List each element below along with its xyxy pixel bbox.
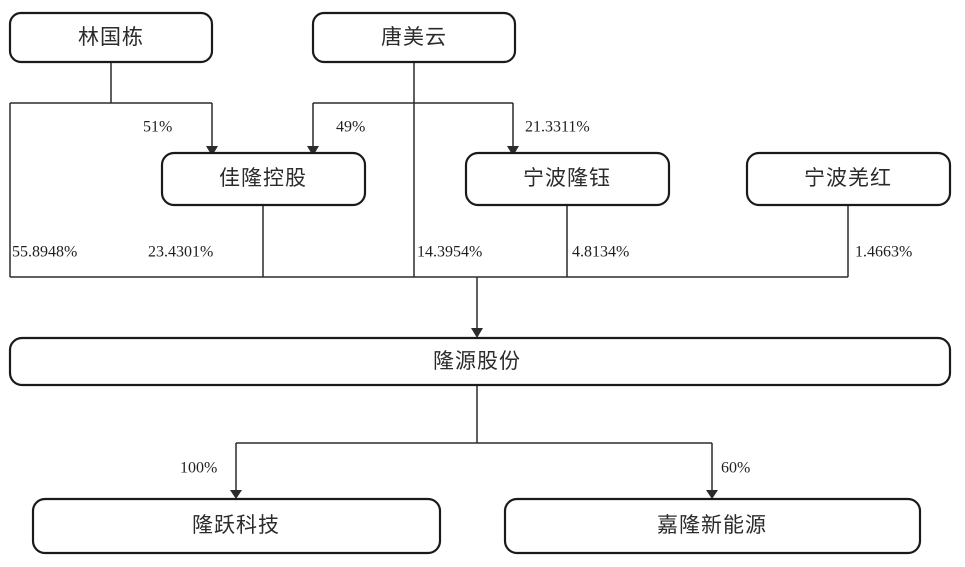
edge-collection-bar [10,276,848,338]
node-longyuan-shares-shape [8,336,952,387]
pct-label-lin-to-jialong: 51% [143,119,172,136]
pct-label-tang-to-longyu: 21.3311% [525,119,590,136]
node-ningbo-longyu-label: 宁波隆钰 [523,166,611,190]
node-tang-meiyun[interactable]: 唐美云 [311,11,517,64]
node-ningbo-qianghong-shape [745,151,952,207]
node-ningbo-qianghong-label: 宁波羌红 [804,166,892,190]
node-longyuan-shares-label: 隆源股份 [433,349,521,373]
pct-label-qianghong-to-longyuan: 1.4663% [855,244,912,261]
node-tang-meiyun-label: 唐美云 [381,25,447,49]
node-ningbo-longyu-shape [464,151,671,207]
pct-label-longyu-to-longyuan: 4.8134% [572,244,629,261]
pct-label-longyuan-to-jialong-energy: 60% [721,460,750,477]
edge-longyuan-to-longyue [230,443,242,499]
pct-label-tang-to-longyuan: 14.3954% [417,244,482,261]
node-jialong-holding-shape [160,151,367,207]
node-jialong-holding-label: 佳隆控股 [219,166,307,190]
pct-label-jialong-to-longyuan: 23.4301% [148,244,213,261]
node-jialong-new-energy-label: 嘉隆新能源 [657,513,767,537]
node-jialong-new-energy[interactable]: 嘉隆新能源 [503,497,922,555]
node-jialong-holding[interactable]: 佳隆控股 [160,151,367,207]
edge-longyuan-to-jialong-energy [706,443,718,499]
edge-tang-meiyun-stem [313,62,513,277]
node-lin-guodong[interactable]: 林国栋 [8,11,214,64]
node-lin-guodong-shape [8,11,214,64]
pct-label-lin-to-longyuan: 55.8948% [12,244,77,261]
node-jialong-new-energy-shape [503,497,922,555]
pct-label-tang-to-jialong: 49% [336,119,365,136]
node-longyue-tech[interactable]: 隆跃科技 [31,497,442,555]
pct-label-longyuan-to-longyue: 100% [180,460,217,477]
edge-longyuan-distribution [236,385,712,444]
node-ningbo-longyu[interactable]: 宁波隆钰 [464,151,671,207]
edge-tang-to-jialong [307,103,319,156]
node-longyue-tech-label: 隆跃科技 [192,513,280,537]
edge-lin-to-jialong [206,103,218,156]
node-ningbo-qianghong[interactable]: 宁波羌红 [745,151,952,207]
node-longyuan-shares[interactable]: 隆源股份 [8,336,952,387]
node-tang-meiyun-shape [311,11,517,64]
node-lin-guodong-label: 林国栋 [78,25,144,49]
edge-lin-guodong-stem [10,62,212,104]
edge-tang-to-longyu [507,103,519,156]
node-longyue-tech-shape [31,497,442,555]
